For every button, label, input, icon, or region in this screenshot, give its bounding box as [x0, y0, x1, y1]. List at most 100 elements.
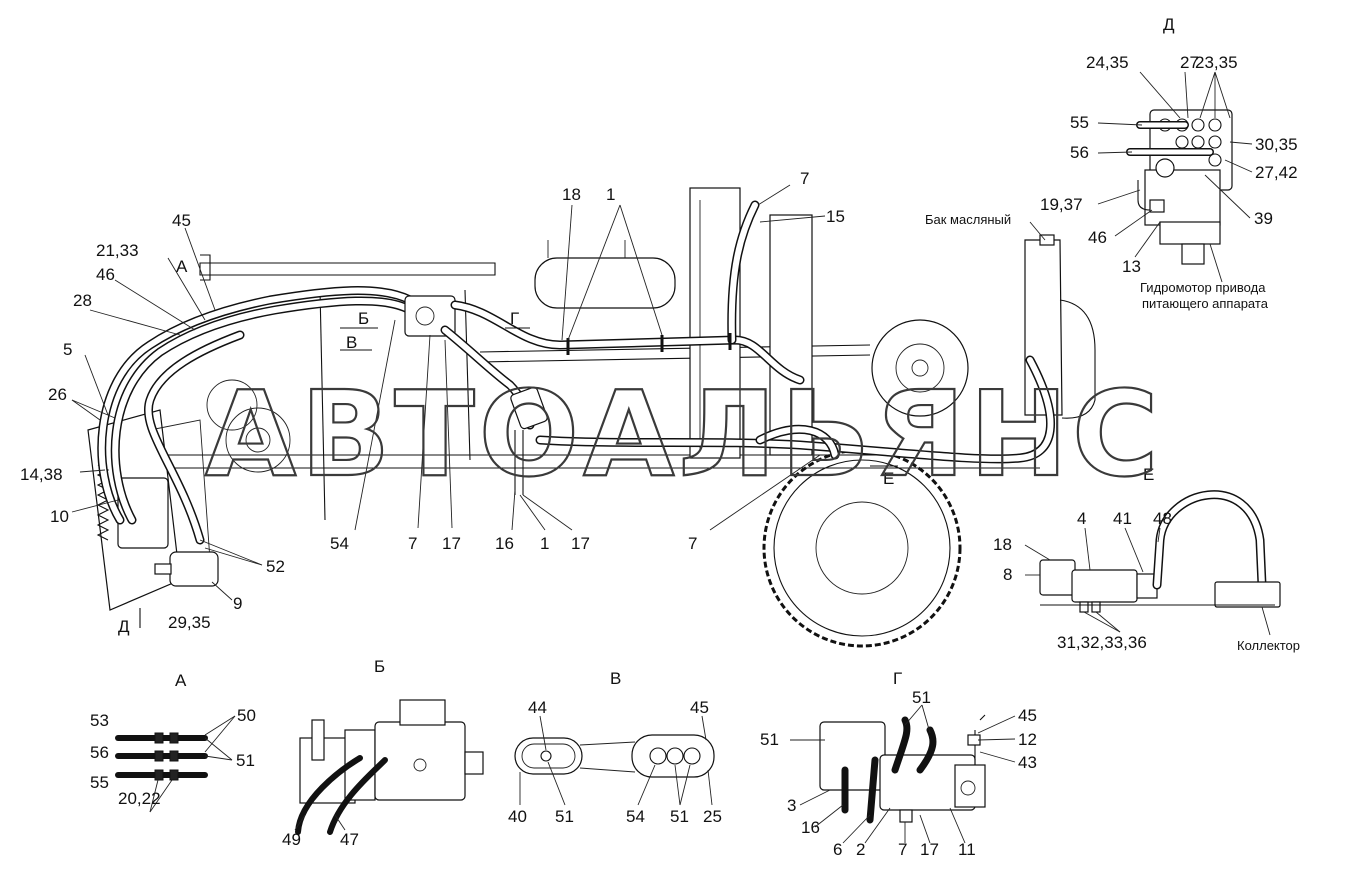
watermark: АВТОАЛЬЯНС [205, 365, 1163, 503]
callout-e: 31,32,33,36 [1057, 633, 1147, 652]
callout: 15 [826, 207, 845, 226]
callout-b: 47 [340, 830, 359, 849]
marker-a: А [176, 257, 188, 276]
callout-g: 16 [801, 818, 820, 837]
callout: 7 [688, 534, 697, 553]
callout-d: 19,37 [1040, 195, 1083, 214]
callout: 5 [63, 340, 72, 359]
air-tank [534, 257, 676, 309]
callout-v: 40 [508, 807, 527, 826]
callout-d: 27 [1180, 53, 1199, 72]
leader-lines-d [1097, 71, 1253, 283]
callout-d: 46 [1088, 228, 1107, 247]
callout: 7 [800, 169, 809, 188]
callout-a: 56 [90, 743, 109, 762]
hydromotor-9 [169, 551, 219, 587]
callout-g: 43 [1018, 753, 1037, 772]
callout: 7 [408, 534, 417, 553]
view-v [514, 734, 715, 778]
callout-b: 49 [282, 830, 301, 849]
callout: 14,38 [20, 465, 63, 484]
view-title-d: Д [1163, 15, 1175, 34]
callout: 18 [562, 185, 581, 204]
callout: 17 [571, 534, 590, 553]
callout-d: 27,42 [1255, 163, 1298, 182]
callout-a: 55 [90, 773, 109, 792]
callout: 16 [495, 534, 514, 553]
callout: 10 [50, 507, 69, 526]
callout-d: 30,35 [1255, 135, 1298, 154]
callout-v: 25 [703, 807, 722, 826]
callout-e: 8 [1003, 565, 1012, 584]
view-a [115, 732, 208, 781]
view-b [294, 699, 484, 835]
view-d [1126, 109, 1233, 265]
note-oil-tank: Бак масляный [925, 212, 1011, 227]
view-title-b: Б [374, 657, 385, 676]
callout-a: 53 [90, 711, 109, 730]
callout: 21,33 [96, 241, 139, 260]
callout-d: 56 [1070, 143, 1089, 162]
marker-d: Д [118, 617, 130, 636]
callout: 26 [48, 385, 67, 404]
callout-d: 13 [1122, 257, 1141, 276]
view-g [819, 714, 986, 824]
marker-v: В [346, 333, 357, 352]
callout-v: 51 [670, 807, 689, 826]
marker-b: Б [358, 309, 369, 328]
leader-lines-g [790, 704, 1016, 844]
callout-g: 45 [1018, 706, 1037, 725]
view-title-e: Е [1143, 465, 1154, 484]
view-title-g: Г [893, 669, 902, 688]
callout-e: 48 [1153, 509, 1172, 528]
callout-d: 55 [1070, 113, 1089, 132]
callout-d: 24,35 [1086, 53, 1129, 72]
marker-g: Г [510, 309, 519, 328]
leader-lines-main [71, 184, 1046, 601]
note-collector: Коллектор [1237, 638, 1300, 653]
callout: 45 [172, 211, 191, 230]
callout-g: 3 [787, 796, 796, 815]
marker-e: Е [883, 469, 894, 488]
callout-a: 20,22 [118, 789, 161, 808]
callout: 17 [442, 534, 461, 553]
callout-g: 2 [856, 840, 865, 859]
callout-g: 12 [1018, 730, 1037, 749]
main-assembly [87, 187, 1096, 648]
view-title-v: В [610, 669, 621, 688]
callout-d: 23,35 [1195, 53, 1238, 72]
callout-e: 4 [1077, 509, 1086, 528]
leader-lines-v [519, 715, 713, 806]
fan-wheel [871, 319, 969, 417]
callout-v: 51 [555, 807, 574, 826]
callout-v: 45 [690, 698, 709, 717]
callout-v: 54 [626, 807, 645, 826]
callout-g: 17 [920, 840, 939, 859]
view-title-a: А [175, 671, 187, 690]
callout: 1 [606, 185, 615, 204]
callout-g: 6 [833, 840, 842, 859]
note-motor-line1: Гидромотор привода [1140, 280, 1266, 295]
callout: 9 [233, 594, 242, 613]
valve-block [510, 386, 548, 430]
callout-g: 51 [760, 730, 779, 749]
callout-e: 41 [1113, 509, 1132, 528]
callout: 54 [330, 534, 349, 553]
callout: 28 [73, 291, 92, 310]
callout-v: 44 [528, 698, 547, 717]
view-e [1039, 490, 1281, 613]
callout: 52 [266, 557, 285, 576]
callout: 29,35 [168, 613, 211, 632]
callout-g: 7 [898, 840, 907, 859]
leader-lines-a [149, 715, 236, 813]
callout: 1 [540, 534, 549, 553]
pipe-column [769, 214, 813, 456]
callout-g: 11 [958, 840, 976, 859]
callout-a: 51 [236, 751, 255, 770]
callout-a: 50 [237, 706, 256, 725]
callout-e: 18 [993, 535, 1012, 554]
callout: 46 [96, 265, 115, 284]
leader-lines-e [1024, 527, 1271, 636]
